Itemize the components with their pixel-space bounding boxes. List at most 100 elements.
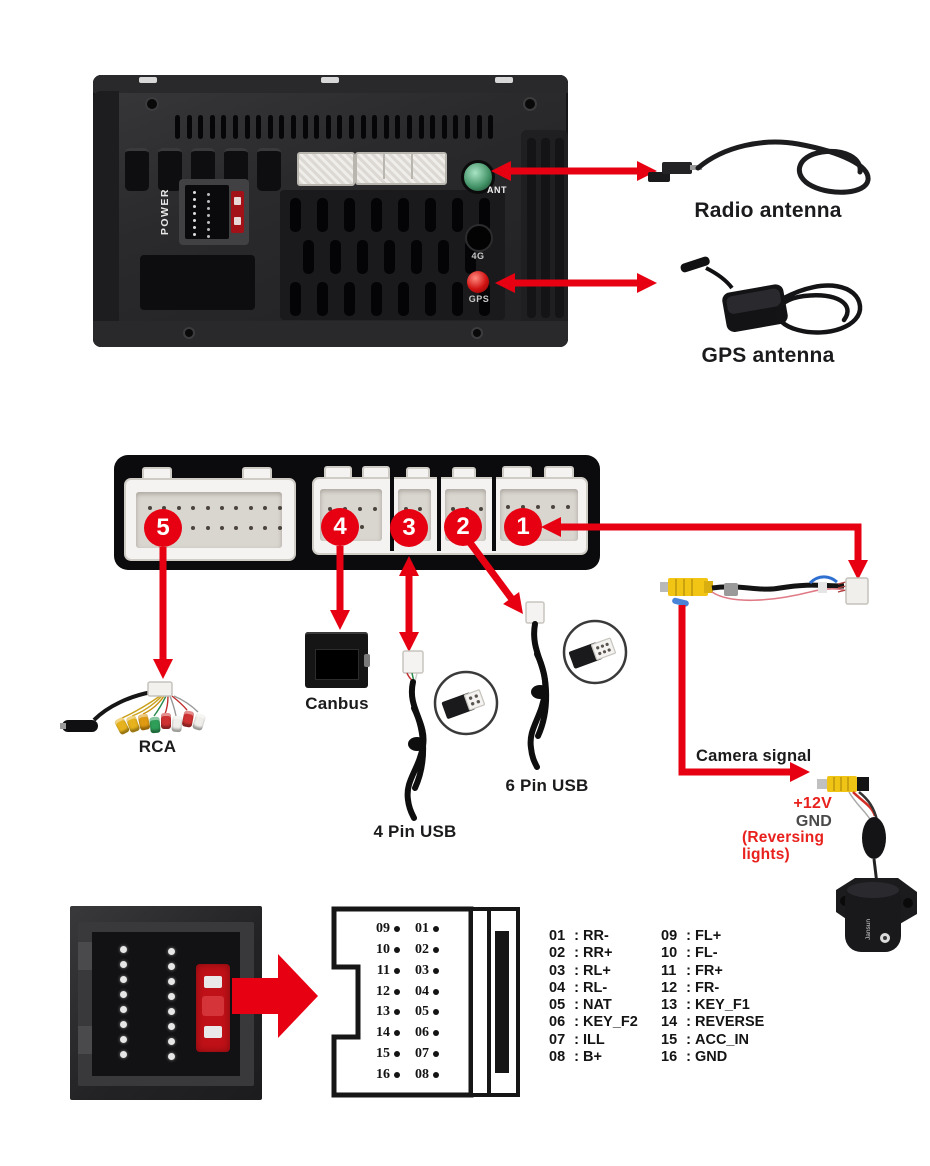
pin-number: 09	[376, 921, 390, 936]
port-number-badge-4: 4	[321, 508, 359, 546]
connector-pin	[536, 505, 540, 509]
power-fuse	[231, 191, 244, 233]
screw	[523, 97, 537, 111]
socket-pin	[120, 946, 127, 953]
pin-number: 16	[376, 1066, 390, 1082]
pin-dot	[433, 1030, 439, 1037]
heatsink-slot	[465, 240, 476, 274]
port-number-badge-1: 1	[504, 508, 542, 546]
pin-function: RL+	[583, 962, 611, 979]
vent-slot	[279, 115, 285, 139]
usb4-cable-image	[402, 650, 499, 821]
canbus-box-image	[305, 632, 370, 688]
gps-antenna-image	[680, 256, 863, 335]
clip-tab	[257, 148, 281, 191]
heatsink-slot	[344, 282, 355, 316]
pinout-table-row: 03:RL+	[549, 963, 638, 980]
pin-dot	[433, 1051, 439, 1058]
pin-dot	[394, 926, 400, 932]
vent-slot	[383, 115, 389, 139]
usb6-label: 6 Pin USB	[505, 776, 589, 795]
connector-pin	[451, 507, 455, 511]
pin-number: 10	[376, 941, 390, 957]
connector-pin	[220, 506, 224, 510]
pin-id: 13	[661, 997, 678, 1014]
pin-number: 12	[376, 983, 390, 999]
pin-separator: :	[574, 1014, 579, 1031]
connector-pin	[521, 505, 525, 509]
power-pin	[193, 191, 196, 194]
mount-notch	[139, 77, 157, 83]
power-label-wrap: POWER	[157, 179, 173, 245]
socket-key-notch	[78, 1026, 92, 1054]
arrow-port2-to-usb6	[462, 534, 523, 614]
port-number-badge-5: 5	[144, 509, 182, 547]
pin-separator: :	[574, 1031, 579, 1048]
socket-pin	[120, 1006, 127, 1013]
reversing-camera-image: Jansun	[817, 776, 917, 952]
power-pin	[193, 233, 196, 236]
pin-function: REVERSE	[695, 1014, 765, 1031]
socket-pin	[120, 1051, 127, 1058]
pinout-table-row: 07:ILL	[549, 1032, 638, 1049]
heatsink-slot	[479, 282, 490, 316]
connector-pin	[205, 526, 210, 530]
camera-logo: Jansun	[865, 919, 872, 940]
connector-pin	[328, 507, 332, 511]
heatsink-slot	[371, 282, 382, 316]
pin-dot	[394, 1051, 400, 1058]
pin-id: 05	[549, 997, 566, 1014]
arrow-socket-to-pinout	[232, 954, 318, 1038]
connector-divider	[492, 477, 496, 551]
fuse-contact	[204, 1026, 222, 1038]
connector-pin	[248, 526, 253, 530]
connector-pin	[263, 506, 268, 510]
heatsink-slot	[425, 282, 436, 316]
pin-id: 11	[661, 962, 677, 979]
pinout-table-row: 08:B+	[549, 1049, 638, 1066]
gps-antenna-label: GPS antenna	[701, 344, 835, 367]
rear-connector-socket-a	[297, 152, 355, 186]
pin-dot	[394, 1009, 400, 1016]
pin-dot	[433, 946, 439, 953]
pin-id: 06	[549, 1014, 566, 1031]
pin-id: 14	[661, 1014, 678, 1031]
port-number-badge-2: 2	[444, 508, 482, 546]
vent-slot	[325, 115, 331, 139]
socket-key-notch	[78, 942, 92, 970]
4g-port-label: 4G	[471, 251, 485, 261]
heatsink-slot	[438, 240, 449, 274]
heatsink-slot	[452, 282, 463, 316]
connector-pin	[506, 505, 510, 509]
pin-separator: :	[574, 962, 579, 979]
pin-function: RL-	[583, 979, 608, 996]
vent-slot	[395, 115, 401, 139]
vent-slot	[267, 115, 273, 139]
mount-notch	[321, 77, 339, 83]
pin-number: 11	[376, 962, 390, 978]
camera-12v-label: +12V	[793, 795, 832, 812]
pin-dot	[433, 1009, 439, 1016]
power-pin	[207, 221, 210, 224]
pin-number: 14	[376, 1025, 390, 1041]
rca-plug	[161, 713, 171, 729]
rca-label: RCA	[138, 737, 177, 756]
socket-pin	[120, 991, 127, 998]
connector-pin	[479, 507, 483, 511]
rca-plug	[149, 716, 161, 734]
arrow-gps-port-to-gps-antenna	[495, 273, 657, 293]
pinout-diagram-outline	[331, 906, 520, 1098]
heatsink-slot	[317, 198, 328, 232]
pin-id: 03	[549, 962, 566, 979]
pin-id: 12	[661, 979, 678, 996]
vent-slot	[314, 115, 320, 139]
clip-tab	[125, 148, 149, 191]
pin-separator: :	[574, 979, 579, 996]
head-unit-rear-photo: POWER ANT 4G GPS	[93, 75, 568, 347]
arrow-port3-to-usb4	[399, 556, 419, 652]
